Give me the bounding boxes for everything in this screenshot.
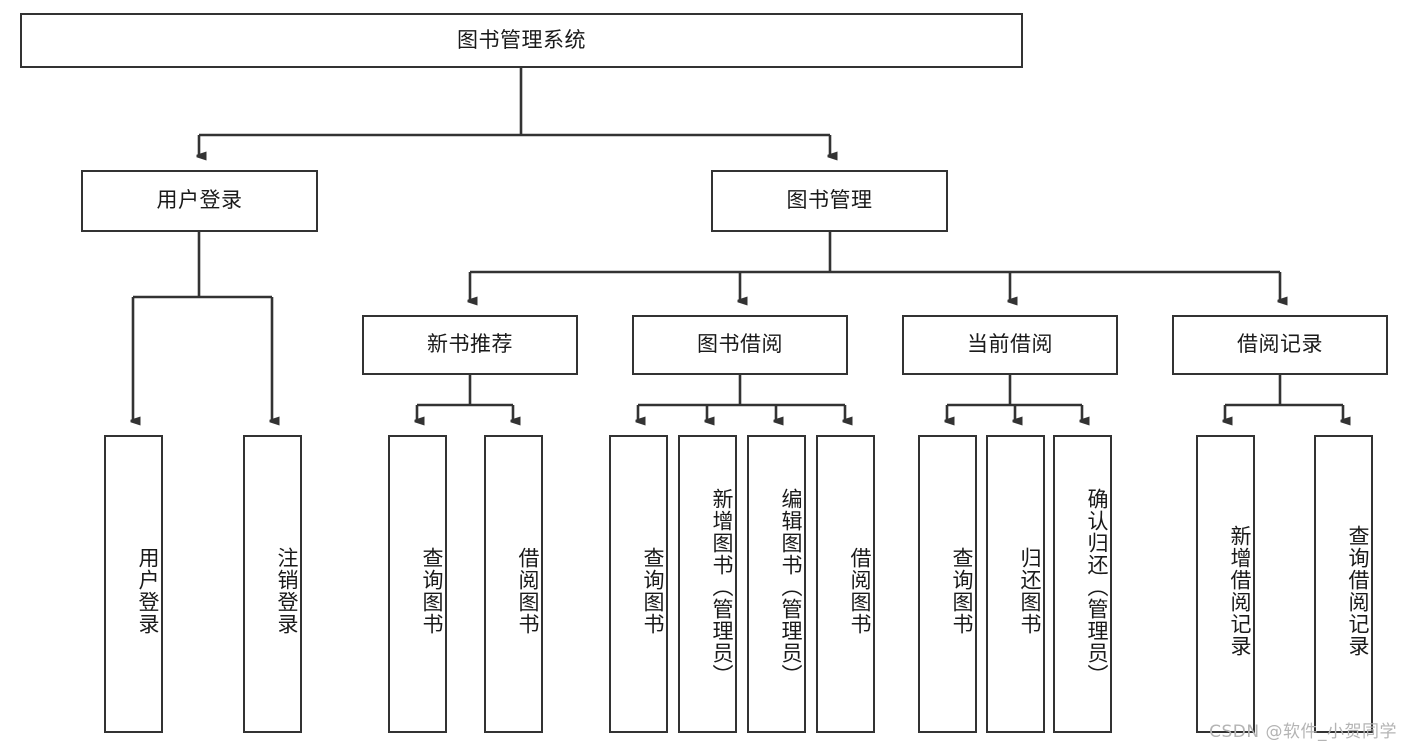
node-label: 图书借阅 [697,332,783,357]
leaf-borrow-book[interactable]: 借阅图书 [816,435,875,733]
node-current-borrow[interactable]: 当前借阅 [902,315,1118,375]
leaf-return-book[interactable]: 归还图书 [986,435,1045,733]
node-label: 注销登录 [275,547,299,635]
leaf-query-book-borrow[interactable]: 查询图书 [609,435,668,733]
node-label: 归还图书 [1018,547,1042,635]
leaf-logout[interactable]: 注销登录 [243,435,302,733]
node-root-book-management-system[interactable]: 图书管理系统 [20,13,1023,68]
node-label: 图书管理系统 [457,27,586,52]
node-label: 用户登录 [156,188,243,213]
node-label: 借阅图书 [848,547,872,635]
leaf-borrow-book-recommend[interactable]: 借阅图书 [484,435,543,733]
node-borrow-record[interactable]: 借阅记录 [1172,315,1388,375]
node-label: 新增图书（管理员） [710,488,734,686]
node-label: 确认归还（管理员） [1085,488,1109,686]
node-new-book-recommend[interactable]: 新书推荐 [362,315,578,375]
node-label: 查询图书 [641,547,665,635]
node-label: 编辑图书（管理员） [779,488,803,686]
node-label: 当前借阅 [967,332,1053,357]
node-user-login[interactable]: 用户登录 [81,170,318,232]
leaf-add-borrow-record[interactable]: 新增借阅记录 [1196,435,1255,733]
node-label: 查询图书 [950,547,974,635]
node-label: 借阅图书 [516,547,540,635]
leaf-user-login[interactable]: 用户登录 [104,435,163,733]
node-label: 查询借阅记录 [1346,525,1370,657]
leaf-query-borrow-record[interactable]: 查询借阅记录 [1314,435,1373,733]
node-book-management[interactable]: 图书管理 [711,170,948,232]
node-label: 查询图书 [420,547,444,635]
leaf-query-book-current[interactable]: 查询图书 [918,435,977,733]
leaf-edit-book-admin[interactable]: 编辑图书（管理员） [747,435,806,733]
node-label: 借阅记录 [1237,332,1323,357]
csdn-watermark: CSDN @软件_小贺同学 [1209,722,1397,742]
leaf-confirm-return-admin[interactable]: 确认归还（管理员） [1053,435,1112,733]
leaf-add-book-admin[interactable]: 新增图书（管理员） [678,435,737,733]
node-label: 图书管理 [786,188,873,213]
node-label: 新书推荐 [427,332,513,357]
node-book-borrow[interactable]: 图书借阅 [632,315,848,375]
node-label: 新增借阅记录 [1228,525,1252,657]
leaf-query-book-recommend[interactable]: 查询图书 [388,435,447,733]
node-label: 用户登录 [136,547,160,635]
